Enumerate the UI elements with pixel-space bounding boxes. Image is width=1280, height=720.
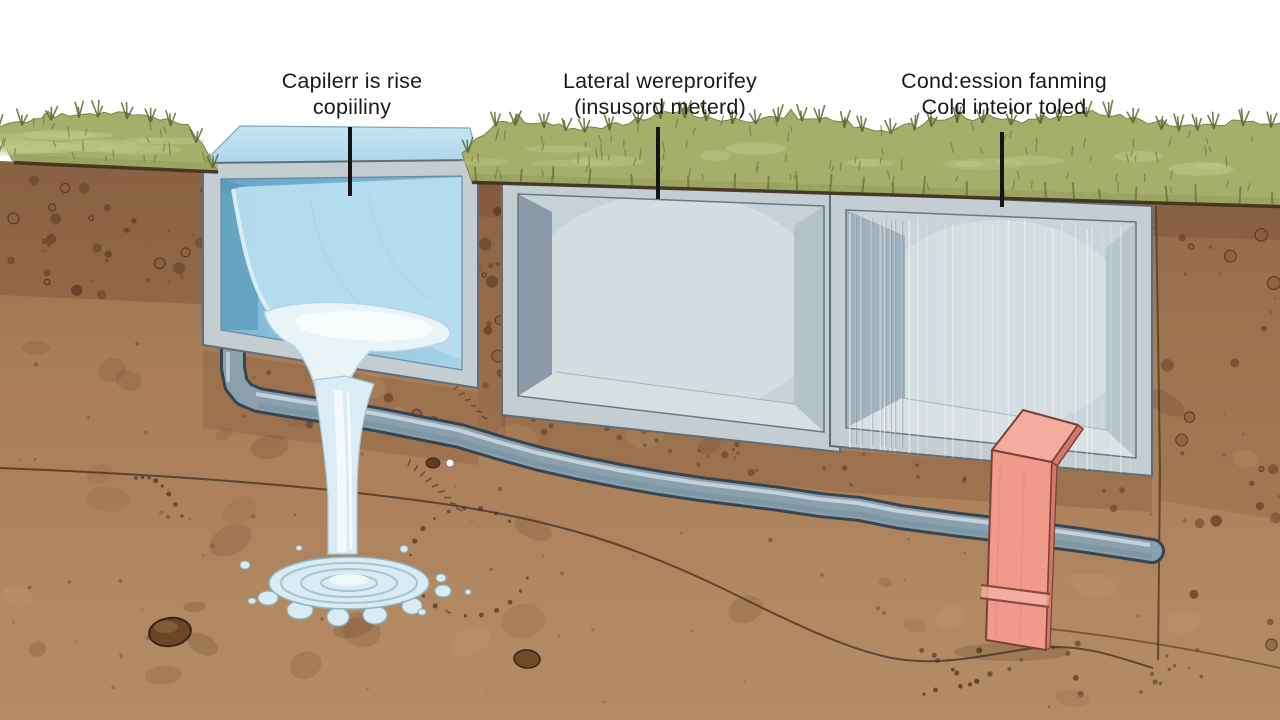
box2-right-wall xyxy=(794,206,824,432)
label-condensation: Cond:ession fanming Cold inteior toled xyxy=(824,68,1184,120)
grass-left-mound xyxy=(0,99,219,174)
dark-topsoil-left xyxy=(0,161,218,305)
leader-line-capillary xyxy=(348,127,352,196)
water-flow xyxy=(239,375,472,627)
condensation-basement xyxy=(829,190,1153,478)
leader-line-lateral xyxy=(656,127,660,199)
label-lateral: Lateral wereprorifey (insusord meterd) xyxy=(480,68,840,120)
pink-duct xyxy=(954,409,1085,661)
box3-left-wall xyxy=(846,210,905,428)
backfill-under-boxes xyxy=(502,412,1152,512)
box1-top-face xyxy=(201,125,479,164)
drain-pipe xyxy=(220,333,1165,564)
label-lateral-line1: Lateral wereprorifey xyxy=(562,69,757,93)
label-condensation-line2: Cold inteior toled xyxy=(921,95,1087,119)
label-capillary: Capilerr is rise copiiliny xyxy=(172,68,532,120)
condensation-streaks xyxy=(848,214,1132,475)
white-dot-artifact xyxy=(446,459,454,467)
duct-side xyxy=(1045,460,1058,651)
box2-left-wall xyxy=(518,194,552,396)
leader-line-condensation xyxy=(1000,132,1004,207)
water-pool xyxy=(239,545,472,627)
tex-grassR-soil-edge xyxy=(471,180,1280,209)
stones xyxy=(148,457,541,669)
box2-floor xyxy=(518,372,824,432)
backfill-strip xyxy=(478,166,506,436)
dotted-trails xyxy=(134,373,529,618)
capillary-rise-basement xyxy=(201,125,479,393)
duct-joint xyxy=(980,583,1051,596)
box3-right-wall xyxy=(1106,222,1136,458)
excavation-edge xyxy=(1155,205,1162,661)
label-condensation-line1: Cond:ession fanming xyxy=(901,69,1107,93)
label-capillary-line1: Capilerr is rise xyxy=(281,69,423,93)
grass-right-band xyxy=(459,99,1280,209)
tex-grassL-soil-edge xyxy=(13,160,219,174)
lateral-waterproofing-basement xyxy=(501,174,841,454)
dirt-speckles xyxy=(919,640,1204,698)
label-lateral-line2: (insusord meterd) xyxy=(574,95,746,119)
undisturbed-soil xyxy=(1158,204,1280,520)
pipe-body xyxy=(223,336,1162,561)
label-capillary-line2: copiiliny xyxy=(312,95,392,119)
